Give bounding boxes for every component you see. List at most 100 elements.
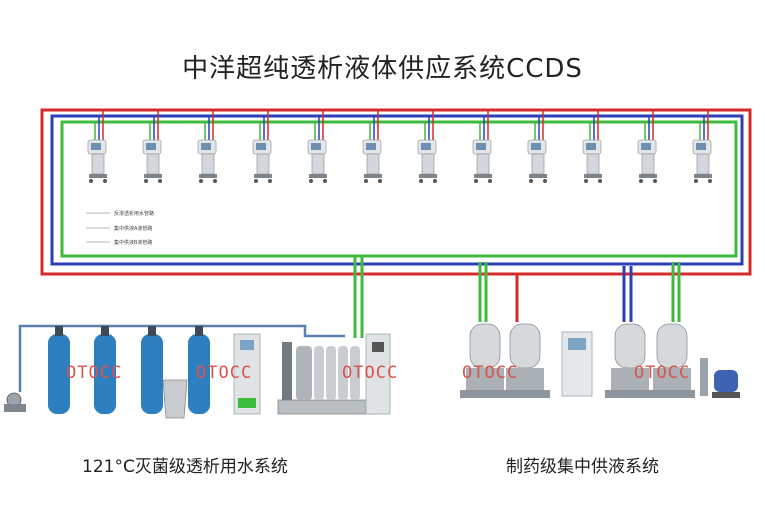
machine-part xyxy=(256,153,270,175)
machine-part xyxy=(421,143,431,150)
dialysis-machine xyxy=(472,110,492,183)
machine-part xyxy=(531,143,541,150)
skid-base-b xyxy=(605,390,695,398)
dialysis-machine xyxy=(87,110,107,183)
machine-part xyxy=(433,179,437,183)
machine-part xyxy=(366,143,376,150)
machine-part xyxy=(653,179,657,183)
machine-part xyxy=(419,174,437,178)
dialysis-machine xyxy=(362,110,382,183)
machine-part xyxy=(91,153,105,175)
legend-label-1: 反渗透析用水管路 xyxy=(114,210,154,217)
machine-part xyxy=(543,179,547,183)
filter-tank-3 xyxy=(141,326,163,414)
machine-part xyxy=(146,143,156,150)
machine-part xyxy=(474,179,478,183)
pipe-loops xyxy=(40,108,752,276)
machine-part xyxy=(103,179,107,183)
dialysis-machine xyxy=(197,110,217,183)
machine-part xyxy=(199,174,217,178)
machine-part xyxy=(696,143,706,150)
dialysis-machine xyxy=(142,110,162,183)
blue-pipe-loop xyxy=(50,114,744,266)
machine-part xyxy=(694,179,698,183)
control-cabinet-supply xyxy=(561,331,593,397)
watermark-2: OTOCC xyxy=(196,363,252,383)
machine-part xyxy=(694,174,712,178)
watermark-5: OTOCC xyxy=(634,363,690,383)
machine-part xyxy=(309,174,327,178)
machine-part xyxy=(531,153,545,175)
machine-part xyxy=(146,153,160,175)
pump-left xyxy=(4,392,26,412)
brine-bucket xyxy=(162,379,188,419)
machine-part xyxy=(256,143,266,150)
machine-part xyxy=(598,179,602,183)
machine-part xyxy=(89,179,93,183)
machine-part xyxy=(254,174,272,178)
dialysis-machine xyxy=(252,110,272,183)
machine-part xyxy=(199,179,203,183)
machine-part xyxy=(254,179,258,183)
watermark-4: OTOCC xyxy=(462,363,518,383)
control-cabinet-left xyxy=(233,333,261,415)
ro-skid xyxy=(277,342,379,415)
machine-part xyxy=(529,179,533,183)
machine-part xyxy=(488,179,492,183)
machine-part xyxy=(639,179,643,183)
dialysis-machine xyxy=(417,110,437,183)
filter-tank-1 xyxy=(48,326,70,414)
machine-part xyxy=(696,153,710,175)
machine-part xyxy=(584,174,602,178)
machine-part xyxy=(213,179,217,183)
machine-part xyxy=(476,143,486,150)
supply-drop-pipes xyxy=(353,256,681,338)
machine-part xyxy=(366,153,380,175)
watermark-3: OTOCC xyxy=(342,363,398,383)
central-supply-system xyxy=(460,323,740,398)
machine-part xyxy=(529,174,547,178)
machine-part xyxy=(419,179,423,183)
machine-part xyxy=(421,153,435,175)
machine-part xyxy=(268,179,272,183)
diagram-title: 中洋超纯透析液体供应系统CCDS xyxy=(182,54,583,84)
machine-part xyxy=(584,179,588,183)
filter-tank-4 xyxy=(188,326,210,414)
green-pipe-loop xyxy=(60,120,738,258)
concentrate-tank-a2 xyxy=(506,323,544,390)
skid-base-a xyxy=(460,390,550,398)
dialysis-machine xyxy=(692,110,712,183)
machine-part xyxy=(708,179,712,183)
machine-part xyxy=(201,153,215,175)
machine-part xyxy=(311,153,325,175)
legend-label-3: 集中供液B液管路 xyxy=(114,239,152,246)
water-feed-pipe xyxy=(18,324,345,392)
machine-part xyxy=(309,179,313,183)
dialysis-machine xyxy=(582,110,602,183)
machine-part xyxy=(639,174,657,178)
machine-part xyxy=(89,174,107,178)
dialysis-machine xyxy=(307,110,327,183)
machine-part xyxy=(158,179,162,183)
caption-water-system: 121°C灭菌级透析用水系统 xyxy=(82,457,288,477)
machine-part xyxy=(201,143,211,150)
legend: 反渗透析用水管路 集中供液A液管路 集中供液B液管路 xyxy=(86,210,154,246)
dialysis-machine-row xyxy=(87,110,712,183)
watermark-1: OTOCC xyxy=(66,363,122,383)
water-treatment-system xyxy=(4,324,391,419)
machine-part xyxy=(474,174,492,178)
concentrate-tank-b1 xyxy=(611,323,649,390)
air-compressor xyxy=(700,358,740,398)
dialysis-machine xyxy=(637,110,657,183)
dialysis-machine xyxy=(527,110,547,183)
machine-part xyxy=(641,153,655,175)
machine-part xyxy=(476,153,490,175)
machine-part xyxy=(364,174,382,178)
red-pipe-loop xyxy=(40,108,752,276)
machine-part xyxy=(311,143,321,150)
machine-part xyxy=(144,174,162,178)
machine-part xyxy=(641,143,651,150)
legend-label-2: 集中供液A液管路 xyxy=(114,225,152,232)
machine-part xyxy=(91,143,101,150)
